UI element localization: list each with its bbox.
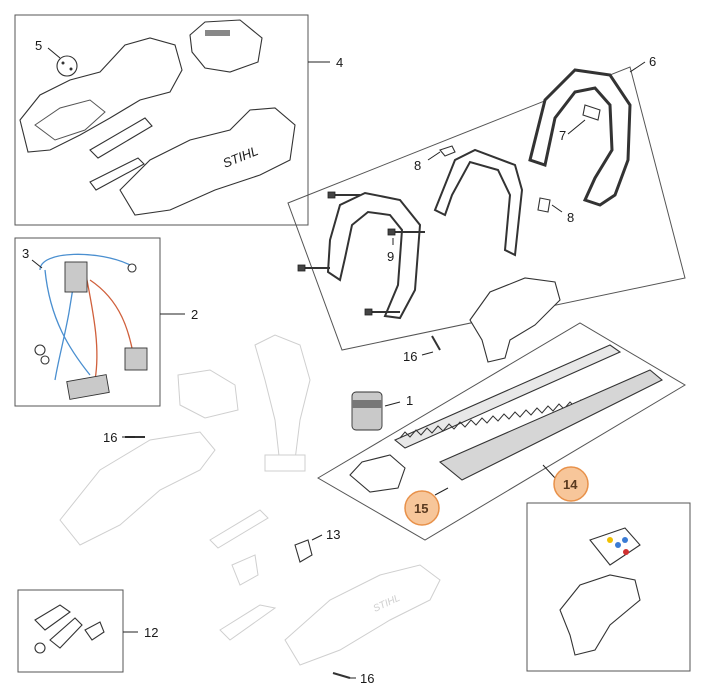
warning-sticker[interactable] [589,527,641,566]
cover-vent [205,30,230,36]
housing-right-half[interactable] [119,107,296,216]
handle-group: 7 6 8 8 9 16 [287,54,686,364]
blade-group: 14 15 [317,322,686,541]
callout-2: 2 [191,307,198,322]
callout-3: 3 [22,246,29,261]
electric-motor[interactable] [351,391,383,431]
loop-handle[interactable] [528,68,632,207]
callout-15-badge[interactable] [404,490,440,526]
callout-12: 12 [144,625,158,640]
callout-16-bottom: 16 [360,671,374,686]
callout-6: 6 [649,54,656,69]
callout-14: 14 [563,477,578,492]
blade-sheath[interactable] [438,369,663,481]
callout-13: 13 [326,527,340,542]
lever-strip[interactable] [89,157,145,191]
callout-15: 15 [414,501,428,516]
callout-8-upper: 8 [414,158,421,173]
housing-box [14,14,309,226]
callout-14-badge[interactable] [553,466,589,502]
wiring-box [14,237,161,407]
blade-box [317,322,686,541]
switch-part-13[interactable] [294,539,313,563]
ghost-assembly: STIHL 16 [59,334,441,666]
front-handle[interactable] [326,191,422,320]
callout-1: 1 [406,393,413,408]
bow-handle[interactable] [433,148,524,257]
lever-piece-a[interactable] [34,604,71,631]
clip-8-lower[interactable] [537,197,551,213]
handle-box [287,66,686,351]
lever-group: 12 [17,589,158,673]
gearbox[interactable] [349,454,406,493]
callout-7: 7 [559,128,566,143]
motor-cover[interactable] [189,19,263,73]
callout-5: 5 [35,38,42,53]
trigger-strip[interactable] [89,117,153,159]
motor-part: 1 [351,391,413,431]
callout-9: 9 [387,249,394,264]
callout-16-left: 16 [103,430,117,445]
switch-block[interactable] [66,374,110,400]
clip-8-upper[interactable] [439,145,456,157]
sticker-box [526,502,691,672]
lever-box [17,589,124,673]
guard-spare[interactable] [559,574,641,656]
nameplate-disc[interactable] [56,55,78,77]
callout-8-lower: 8 [567,210,574,225]
terminal-block[interactable] [124,347,148,371]
cutter-blade[interactable] [393,344,622,449]
switch-7[interactable] [582,104,601,121]
blade-guard[interactable] [469,277,561,363]
wiring-group: 3 2 [14,237,198,407]
housing-group: STIHL 5 4 [14,14,343,226]
part-13-group: 13 [294,527,340,563]
lever-piece-b[interactable] [49,617,83,649]
callout-4: 4 [336,55,343,70]
housing-left-half[interactable] [19,37,183,153]
screw-16-bottom: 16 [332,671,374,686]
callout-16-middle: 16 [403,349,417,364]
motor-connector[interactable] [64,261,88,293]
sticker-group [526,502,691,672]
spring-part[interactable] [84,621,105,641]
